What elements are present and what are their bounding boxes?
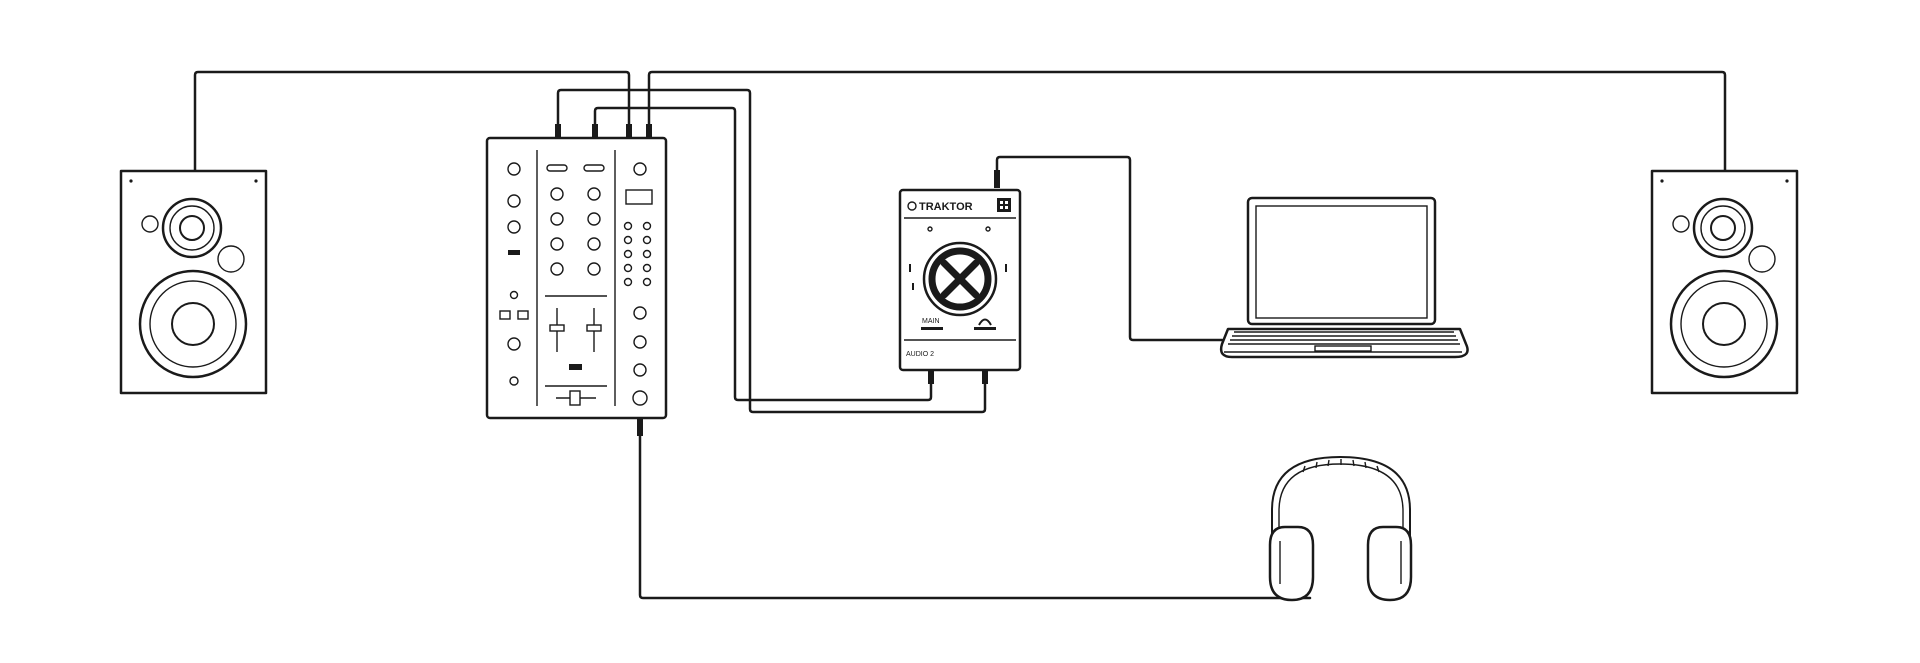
traktor-logo-icon (922, 241, 998, 317)
dj-mixer (485, 136, 668, 420)
knob-label-main: MAIN (922, 318, 940, 325)
speaker-left (119, 169, 268, 395)
headband-ridges (1302, 459, 1380, 473)
cables (193, 70, 1727, 600)
speaker-right (1650, 169, 1799, 395)
interface-plugs (928, 170, 1000, 384)
mixer-top-plugs (555, 124, 652, 436)
audio-interface: TRAKTOR MAIN AUDIO 2 (898, 188, 1022, 372)
cable-return-outer (556, 88, 987, 414)
cable-right-speaker (647, 70, 1727, 172)
headphones-symbol-icon (978, 318, 992, 326)
cable-usb (995, 155, 1224, 342)
cable-left-speaker (193, 70, 631, 172)
headphones (1268, 455, 1413, 602)
laptop (1219, 196, 1469, 359)
interface-model-text: AUDIO 2 (906, 351, 934, 358)
cable-return-inner (593, 106, 933, 402)
cable-headphones (638, 416, 1312, 600)
interface-brand-text: TRAKTOR (919, 201, 973, 213)
